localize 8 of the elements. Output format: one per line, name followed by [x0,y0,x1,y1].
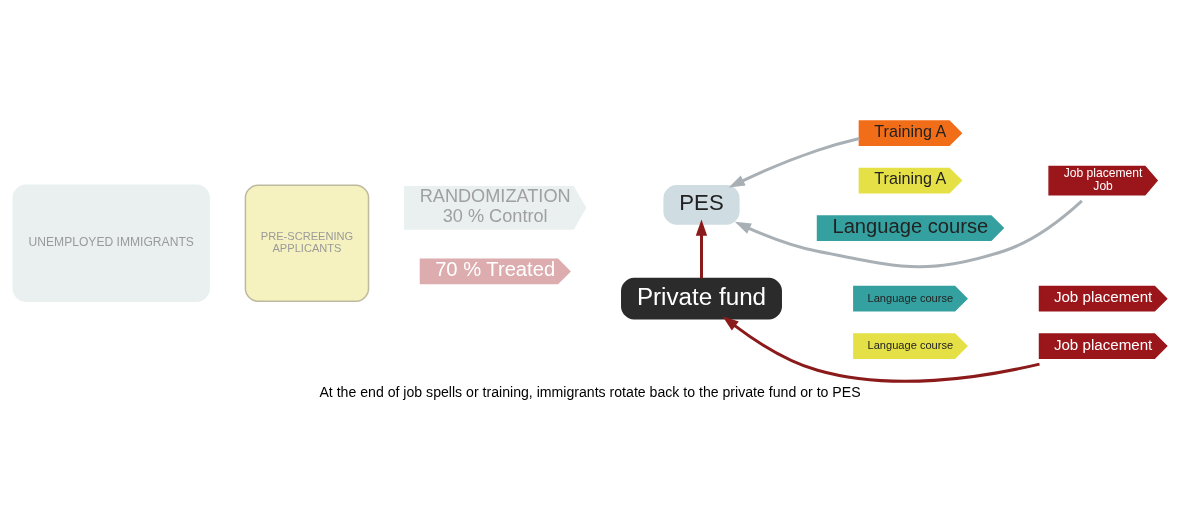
caption: At the end of job spells or training, immigrants rotate back to the private fund or to PES [319,383,861,400]
arrow [734,199,1083,268]
arrow [722,315,1040,383]
arrow [728,136,860,188]
arrow [695,218,708,278]
node-box: Private fund [621,277,782,320]
node-box: PRE-SCREENING APPLICANTS [244,183,370,302]
node-box: PES [663,184,740,225]
